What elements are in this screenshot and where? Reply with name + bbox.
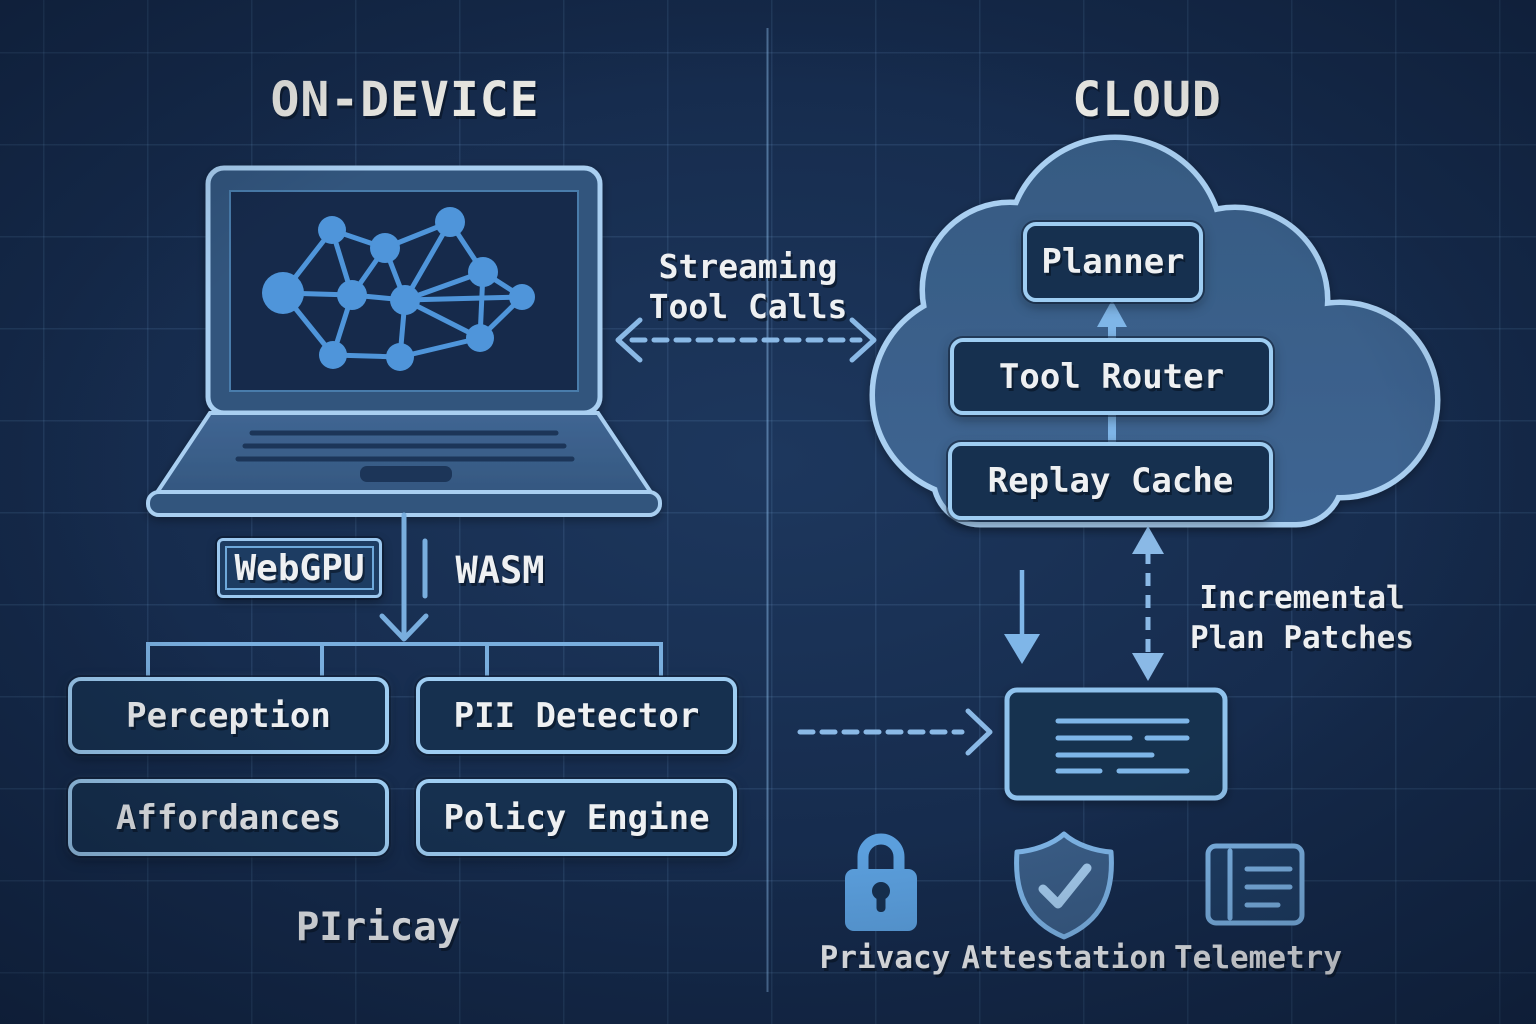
laptop-to-modules-arrow — [379, 512, 429, 642]
laptop-keyboard-lines — [235, 430, 575, 462]
laptop-illustration — [146, 165, 662, 517]
plan-patches-arrow — [1132, 526, 1164, 681]
cloud-box-planner: Planner — [1023, 222, 1203, 302]
plan-card — [1004, 687, 1228, 801]
plan-patches-line1: Incremental — [1199, 580, 1405, 616]
cloud-box-replay-cache: Replay Cache — [948, 442, 1273, 520]
webgpu-box: WebGPU — [217, 538, 382, 598]
attestation-label: Attestation — [961, 940, 1167, 976]
on-device-title: ON-DEVICE — [270, 72, 540, 128]
plan-patches-line2: Plan Patches — [1190, 620, 1414, 656]
streaming-label-line1: Streaming — [658, 247, 838, 286]
replay-cache-label: Replay Cache — [987, 461, 1234, 501]
affordances-label: Affordances — [115, 797, 342, 838]
module-box-affordances: Affordances — [68, 779, 389, 856]
cloud-title: CLOUD — [1072, 72, 1222, 128]
left-caption: PIricay — [295, 905, 461, 950]
streaming-tool-calls-label: Streaming Tool Calls — [649, 247, 848, 327]
network-graph — [262, 207, 535, 371]
to-plan-card-arrow — [797, 708, 993, 756]
module-box-perception: Perception — [68, 677, 389, 754]
webgpu-label: WebGPU — [234, 547, 365, 589]
tool-router-to-planner-arrow — [1097, 300, 1127, 340]
laptop-trackpad — [360, 466, 452, 482]
shield-check-icon — [1014, 831, 1114, 940]
pii-detector-label: PII Detector — [453, 695, 700, 736]
cloud-box-tool-router: Tool Router — [950, 338, 1273, 415]
laptop-base — [146, 490, 662, 517]
perception-label: Perception — [126, 695, 331, 736]
policy-engine-label: Policy Engine — [443, 797, 710, 838]
wasm-label: WASM — [455, 549, 545, 592]
telemetry-label: Telemetry — [1174, 940, 1342, 976]
tool-router-label: Tool Router — [998, 356, 1225, 397]
document-icon — [1205, 843, 1305, 926]
module-box-policy-engine: Policy Engine — [416, 779, 737, 856]
lock-icon — [845, 833, 917, 931]
module-bracket — [146, 642, 663, 676]
privacy-label: Privacy — [819, 940, 951, 976]
streaming-label-line2: Tool Calls — [648, 287, 848, 326]
streaming-tool-calls-arrow — [615, 317, 877, 363]
plan-patches-label: Incremental Plan Patches — [1190, 578, 1414, 658]
cloud-down-arrow — [1004, 570, 1040, 664]
planner-label: Planner — [1041, 242, 1185, 282]
module-box-pii-detector: PII Detector — [416, 677, 737, 754]
